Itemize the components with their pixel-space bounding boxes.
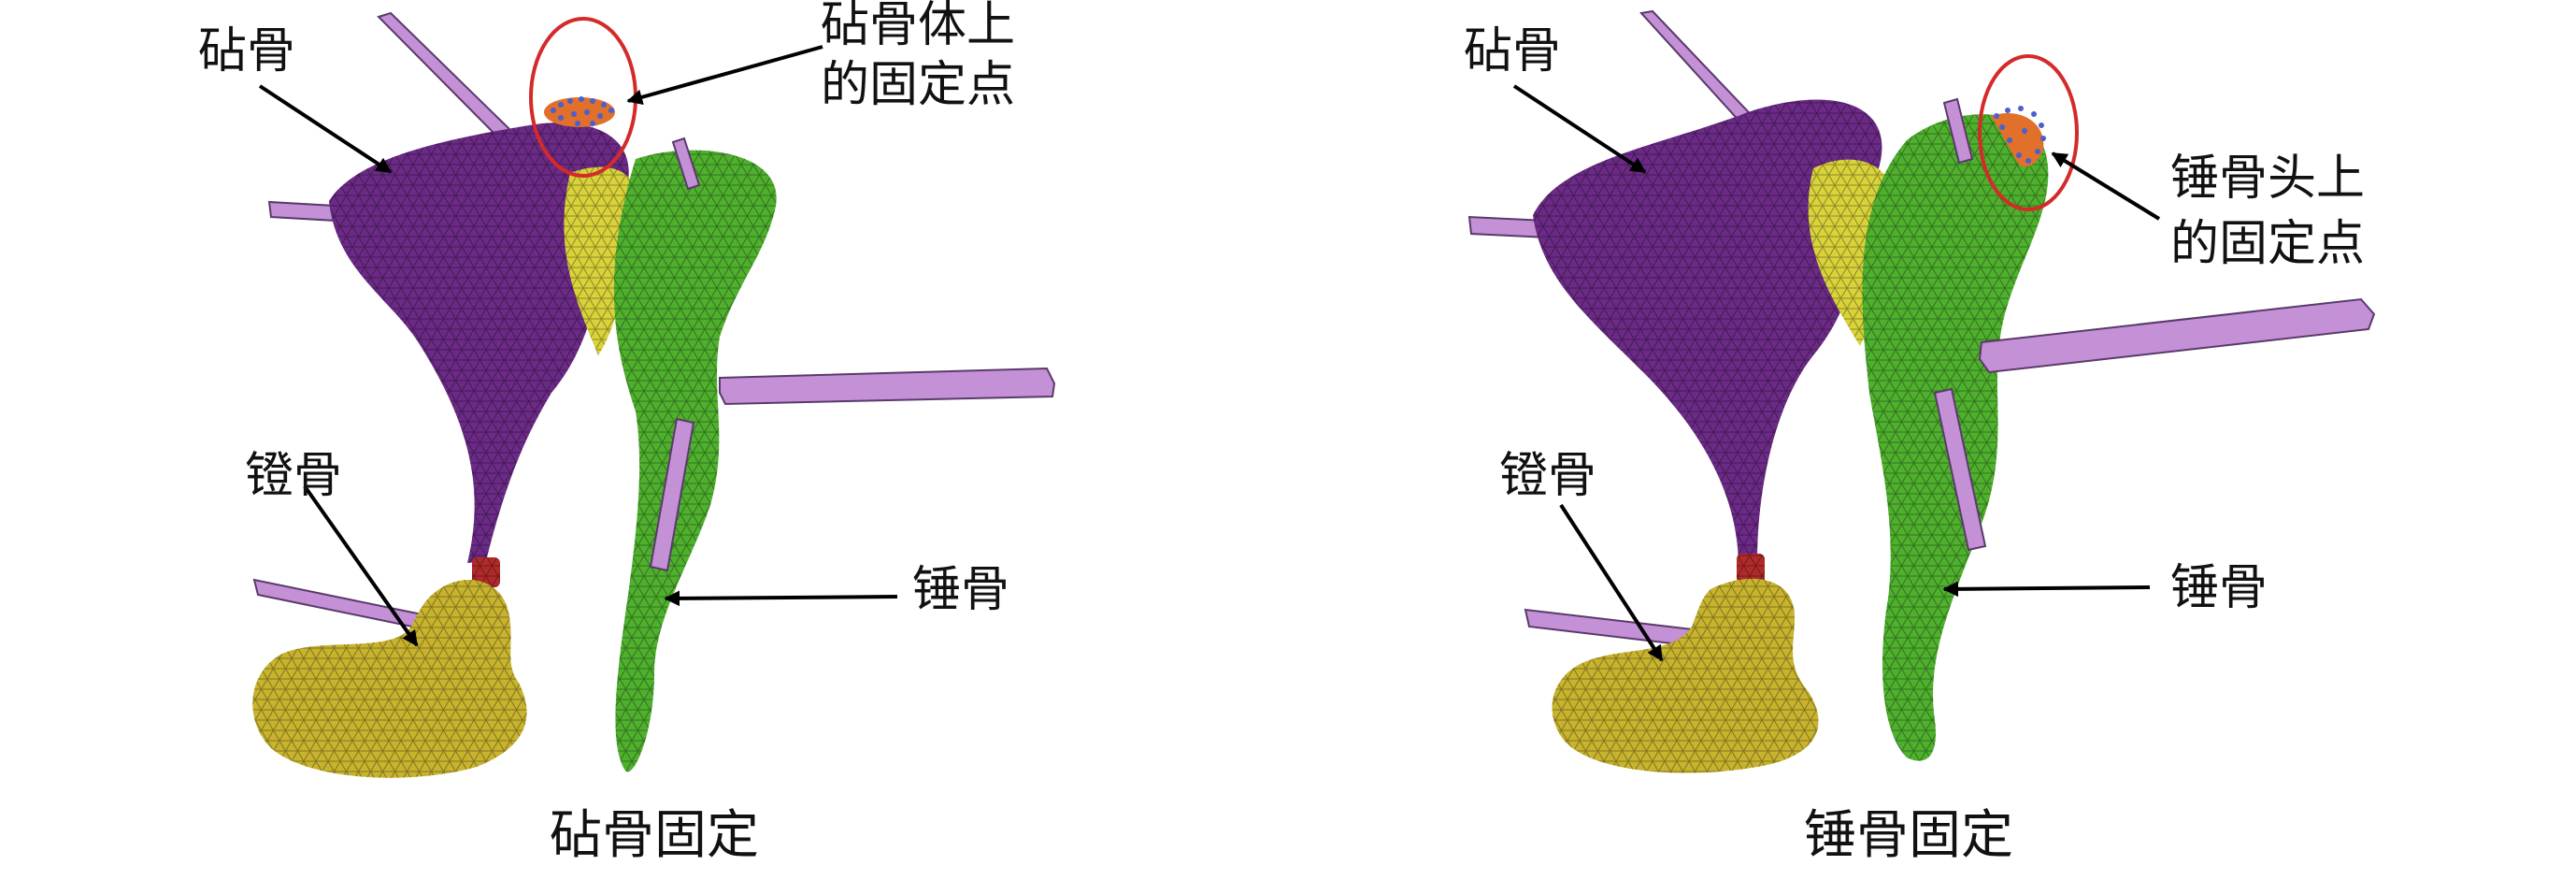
arrow-stapes <box>1559 503 1664 662</box>
arrow-incus <box>1512 84 1647 174</box>
arrow-stapes <box>303 484 419 647</box>
arrow-fixation-point <box>626 45 823 106</box>
ligament-rod-malleus-top <box>1942 97 1974 165</box>
incudostapedial-joint <box>1737 554 1765 584</box>
ligament-rod-stapes <box>252 578 441 634</box>
label-incus: 砧骨 <box>1464 23 1561 79</box>
fixation-points-incus <box>544 96 615 127</box>
arrow-malleus <box>1942 581 2151 598</box>
caption-malleus-fixed: 锤骨固定 <box>1804 805 2013 866</box>
ligament-rod-malleus-top <box>671 137 701 191</box>
arrow-incus <box>258 84 393 174</box>
label-fixation-line1: 砧骨体上 <box>821 0 1015 53</box>
label-fixation-line2: 的固定点 <box>2170 216 2365 272</box>
label-stapes: 镫骨 <box>245 448 342 504</box>
label-incus: 砧骨 <box>198 23 295 79</box>
ligament-rod-vertical <box>1933 387 1987 552</box>
stapes-bone <box>252 580 527 778</box>
fixation-points-malleus <box>1991 106 2046 167</box>
ligament-rod-long <box>1978 297 2376 374</box>
malleus-bone <box>613 150 777 772</box>
ligament-rod-left <box>267 200 338 223</box>
label-malleus: 锤骨 <box>2170 560 2268 616</box>
incudomalleolar-joint <box>564 166 637 355</box>
arrow-fixation-point <box>2051 151 2161 221</box>
ligament-rod-top <box>377 11 511 138</box>
ligament-rod-vertical <box>649 417 695 572</box>
label-stapes: 镫骨 <box>1499 448 1596 504</box>
label-malleus: 锤骨 <box>912 562 1009 618</box>
label-fixation-line2: 的固定点 <box>821 57 1015 113</box>
caption-incus-fixed: 砧骨固定 <box>550 805 759 866</box>
incus-bone <box>1533 99 1882 567</box>
label-fixation-line1: 锤骨头上 <box>2170 151 2365 207</box>
ligament-rod-long <box>719 367 1056 406</box>
stapes-bone <box>1552 578 1819 773</box>
incudostapedial-joint <box>472 557 500 587</box>
panel-incus-fixed: 砧骨 砧骨体上 的固定点 镫骨 锤骨 砧骨固定 <box>198 0 1056 866</box>
incus-bone <box>329 123 629 563</box>
ligament-rods <box>252 11 511 634</box>
panel-malleus-fixed: 砧骨 锤骨头上 的固定点 镫骨 锤骨 锤骨固定 <box>1464 9 2376 866</box>
fixation-highlight-circle <box>1978 54 2079 211</box>
arrow-malleus <box>664 590 898 607</box>
